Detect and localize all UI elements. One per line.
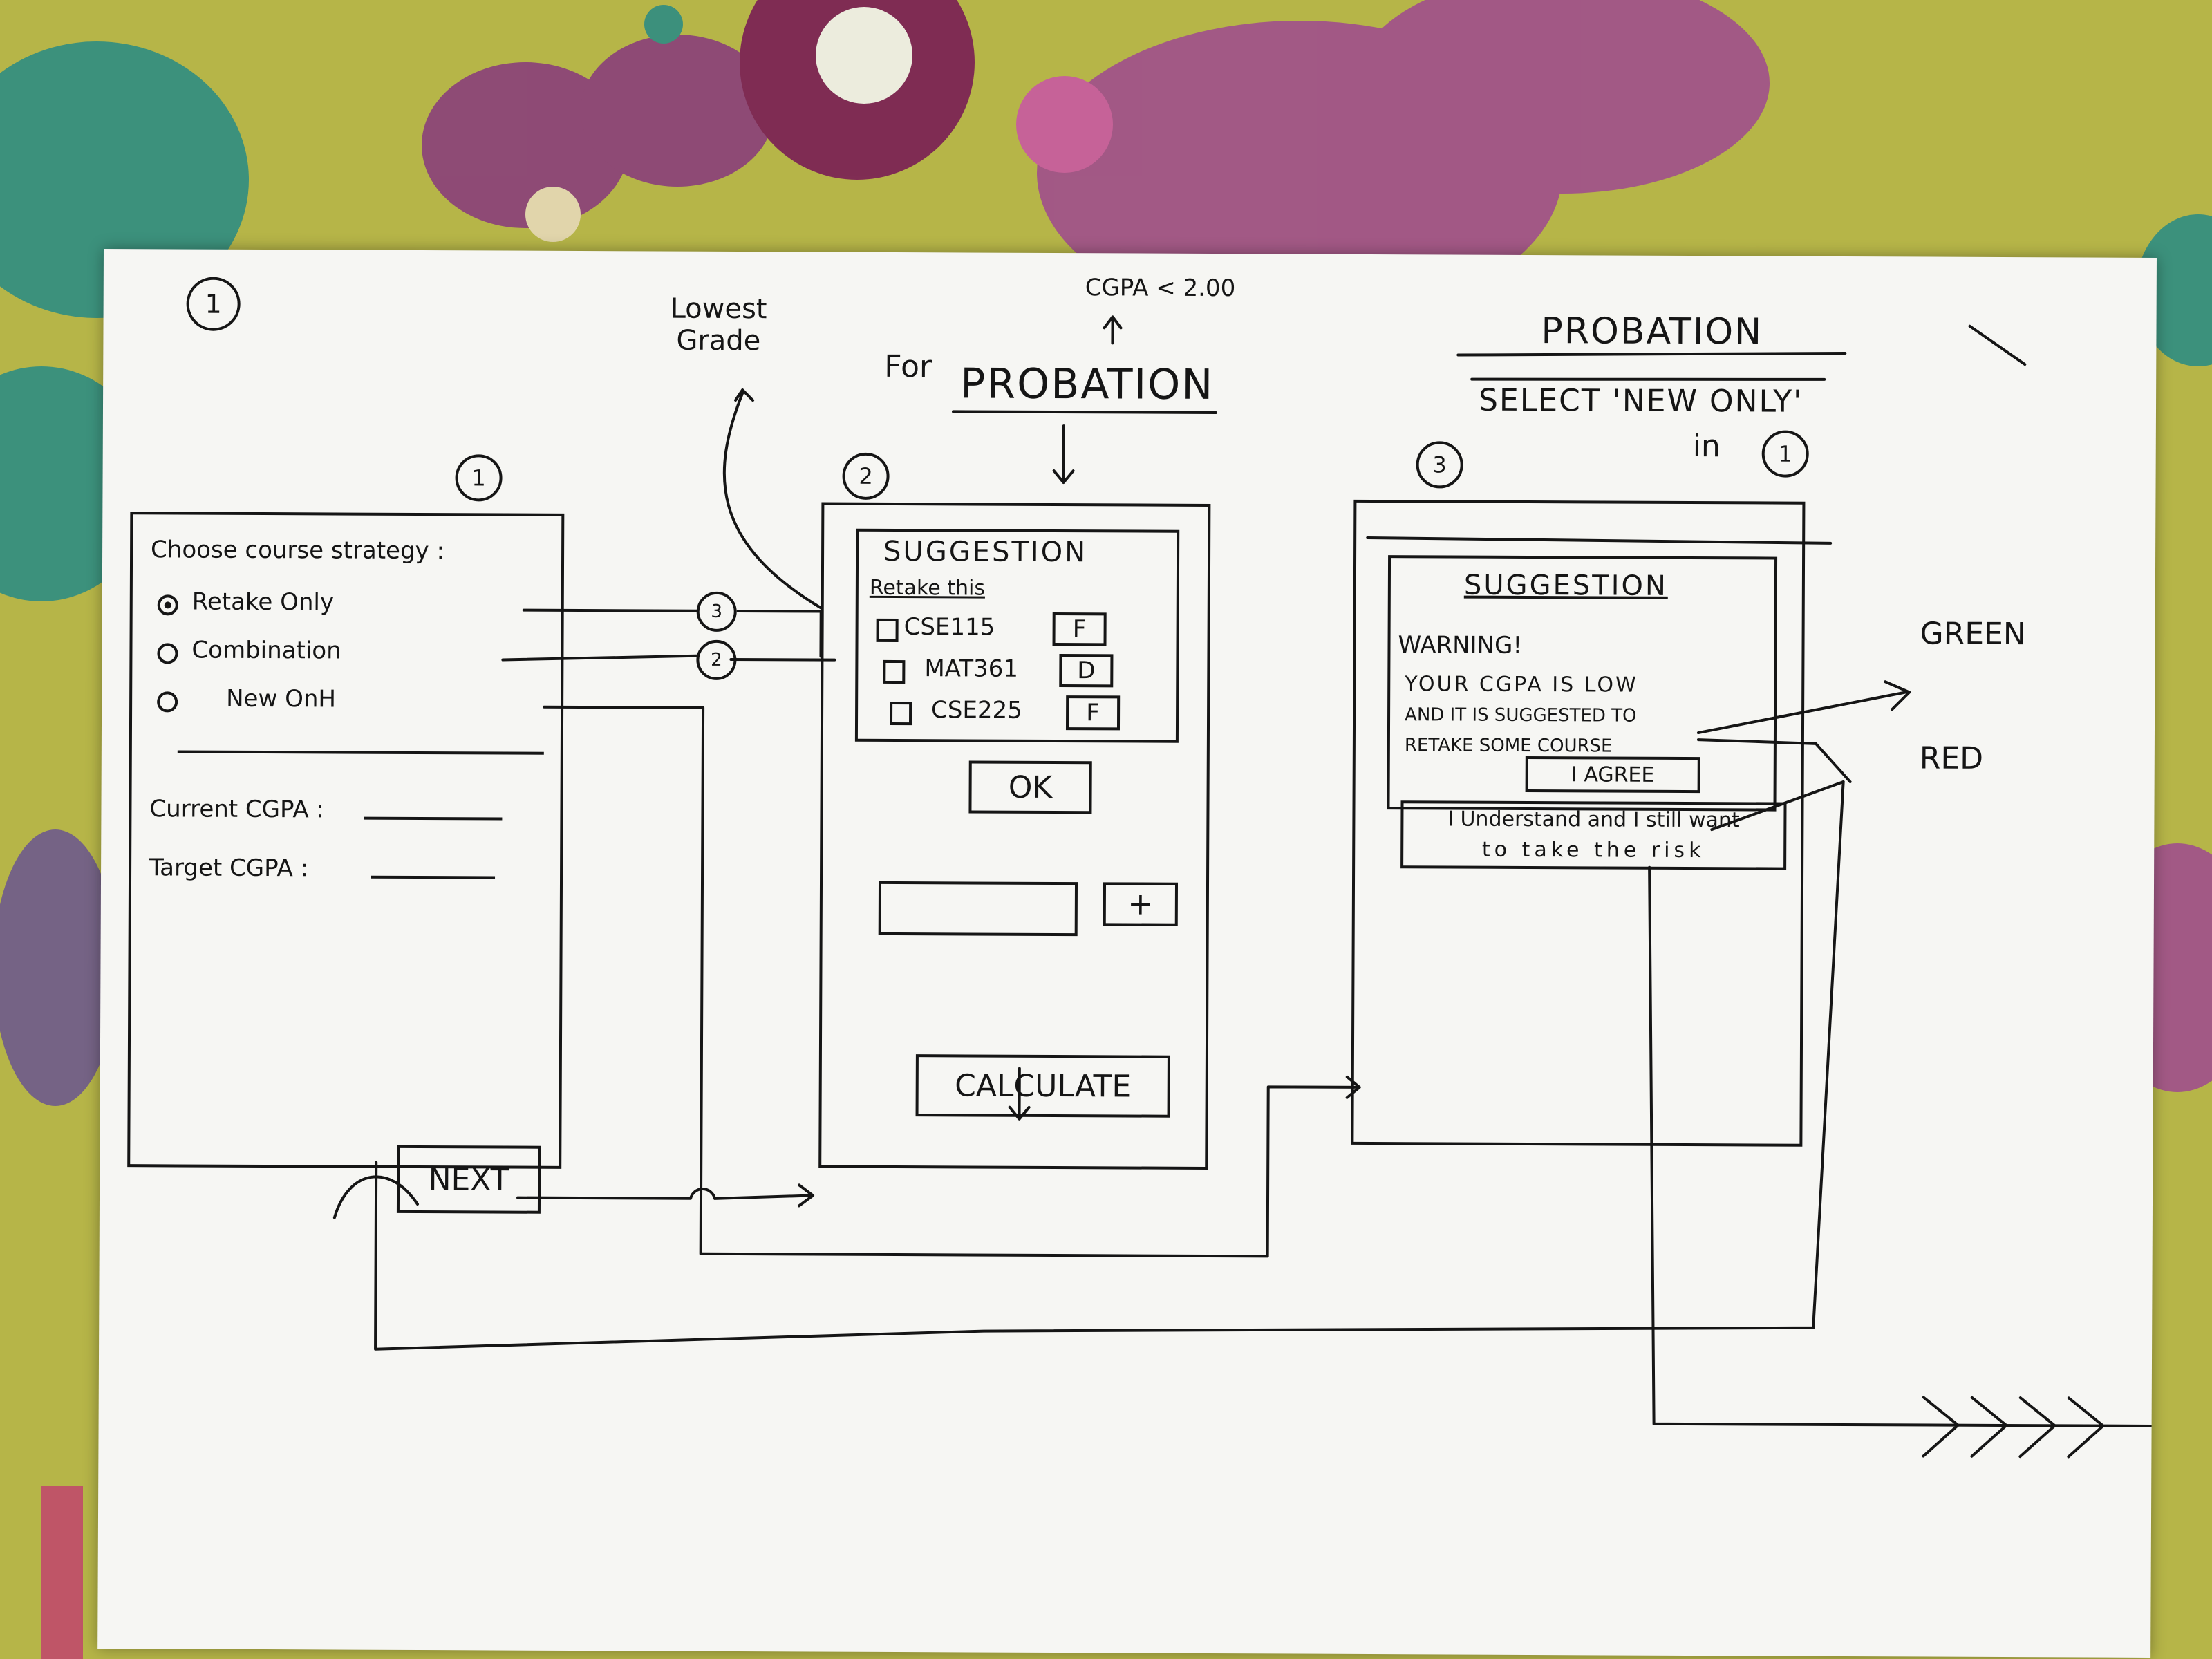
- warning-message: YOUR CGPA IS LOW AND IT IS SUGGESTED TO …: [1405, 669, 1638, 761]
- select-new-only-label: SELECT 'NEW ONLY': [1478, 382, 1803, 420]
- course-grade-1: F: [1052, 612, 1107, 646]
- radio-selected-dot: [164, 601, 171, 609]
- page-number-circle: 1: [186, 276, 241, 331]
- course-checkbox-2[interactable]: [883, 659, 906, 684]
- option-combination-label: Combination: [191, 636, 341, 665]
- warning-message-line-2: AND IT IS SUGGESTED TO: [1405, 704, 1637, 727]
- current-cgpa-input[interactable]: [364, 816, 503, 821]
- green-label: GREEN: [1920, 616, 2026, 653]
- course-code-3: CSE225: [931, 696, 1022, 724]
- current-cgpa-label: Current CGPA :: [149, 795, 325, 824]
- risk-to-red: [1710, 780, 1845, 832]
- back-to-screen1: [374, 780, 1845, 1351]
- screen3-number: 3: [1416, 441, 1463, 489]
- screen3-number-text: 3: [1432, 451, 1447, 478]
- radio-combination[interactable]: [157, 643, 178, 664]
- warning-label: WARNING!: [1398, 631, 1523, 659]
- risk-to-continue: [1648, 865, 2153, 1427]
- new-course-input[interactable]: [878, 881, 1078, 937]
- next-button[interactable]: NEXT: [396, 1145, 541, 1214]
- combination-ref: 2: [696, 639, 737, 680]
- in-label: in: [1692, 429, 1721, 465]
- lowest-grade-pointer: [722, 392, 823, 610]
- lowest-grade-annotation: Lowest Grade: [670, 293, 767, 357]
- combination-ref-number: 2: [711, 649, 722, 671]
- in-ref-number: 1: [1778, 440, 1792, 467]
- page-number: 1: [205, 288, 222, 319]
- course-grade-2-text: D: [1077, 657, 1096, 685]
- i-agree-button[interactable]: I AGREE: [1525, 756, 1700, 794]
- target-cgpa-label: Target CGPA :: [149, 854, 309, 883]
- i-agree-button-label: I AGREE: [1571, 762, 1655, 787]
- radio-retake-only[interactable]: [157, 594, 178, 616]
- paper-sheet: 1 Lowest Grade CGPA < 2.00 For PROBATION…: [97, 249, 2157, 1658]
- retake-only-ref-number: 3: [711, 601, 723, 622]
- in-ref-circle: 1: [1761, 430, 1809, 478]
- new-only-flow: [543, 705, 1360, 1258]
- target-cgpa-input[interactable]: [371, 875, 496, 879]
- course-grade-1-text: F: [1072, 615, 1087, 644]
- ok-button-label: OK: [1008, 769, 1053, 805]
- screen3-suggestion-title: SUGGESTION: [1463, 569, 1668, 602]
- strategy-title: Choose course strategy :: [151, 536, 445, 565]
- add-course-button-label: +: [1127, 886, 1154, 922]
- option-retake-only-label: Retake Only: [191, 588, 335, 617]
- lowest-grade-line-1: Lowest: [670, 292, 767, 326]
- option-new-only-label: New OnH: [226, 684, 337, 713]
- calculate-button-label: CALCULATE: [955, 1067, 1132, 1104]
- flow-connectors: [332, 315, 2153, 1459]
- screen2-number: 2: [842, 452, 890, 500]
- course-checkbox-1[interactable]: [876, 618, 899, 643]
- course-code-1: CSE115: [903, 613, 995, 641]
- course-grade-3-text: F: [1086, 699, 1100, 727]
- retake-only-ref: 3: [696, 591, 737, 632]
- radio-new-only[interactable]: [157, 691, 178, 713]
- calculate-button[interactable]: CALCULATE: [915, 1054, 1170, 1118]
- screen1-number-text: 1: [471, 465, 486, 491]
- course-code-2: MAT361: [924, 655, 1019, 683]
- lowest-grade-line-2: Grade: [676, 324, 761, 357]
- probation-right-label: PROBATION: [1541, 310, 1763, 353]
- course-checkbox-3[interactable]: [890, 701, 912, 726]
- course-grade-2: D: [1059, 654, 1114, 688]
- for-label: For: [884, 348, 932, 385]
- red-label: RED: [1919, 740, 1984, 776]
- ok-button[interactable]: OK: [968, 760, 1092, 814]
- take-risk-line-1: I Understand and I still want: [1447, 807, 1740, 833]
- take-risk-line-2: to take the risk: [1481, 837, 1705, 863]
- screen2-number-text: 2: [859, 462, 873, 489]
- combination-connector: [501, 654, 698, 662]
- retake-only-connector: [522, 608, 698, 612]
- agree-to-green: [1696, 691, 1908, 735]
- screen2-suggestion-title: SUGGESTION: [883, 535, 1088, 569]
- cgpa-condition: CGPA < 2.00: [1085, 274, 1236, 303]
- probation-main-label: PROBATION: [960, 359, 1215, 410]
- add-course-button[interactable]: +: [1103, 882, 1179, 926]
- next-arrow: [516, 1188, 814, 1200]
- warning-message-line-1: YOUR CGPA IS LOW: [1405, 672, 1638, 697]
- take-risk-button[interactable]: I Understand and I still want to take th…: [1400, 800, 1787, 870]
- screen1-number: 1: [455, 454, 503, 502]
- course-grade-3: F: [1065, 695, 1121, 731]
- retake-this-label: Retake this: [869, 575, 986, 601]
- next-button-label: NEXT: [428, 1161, 509, 1198]
